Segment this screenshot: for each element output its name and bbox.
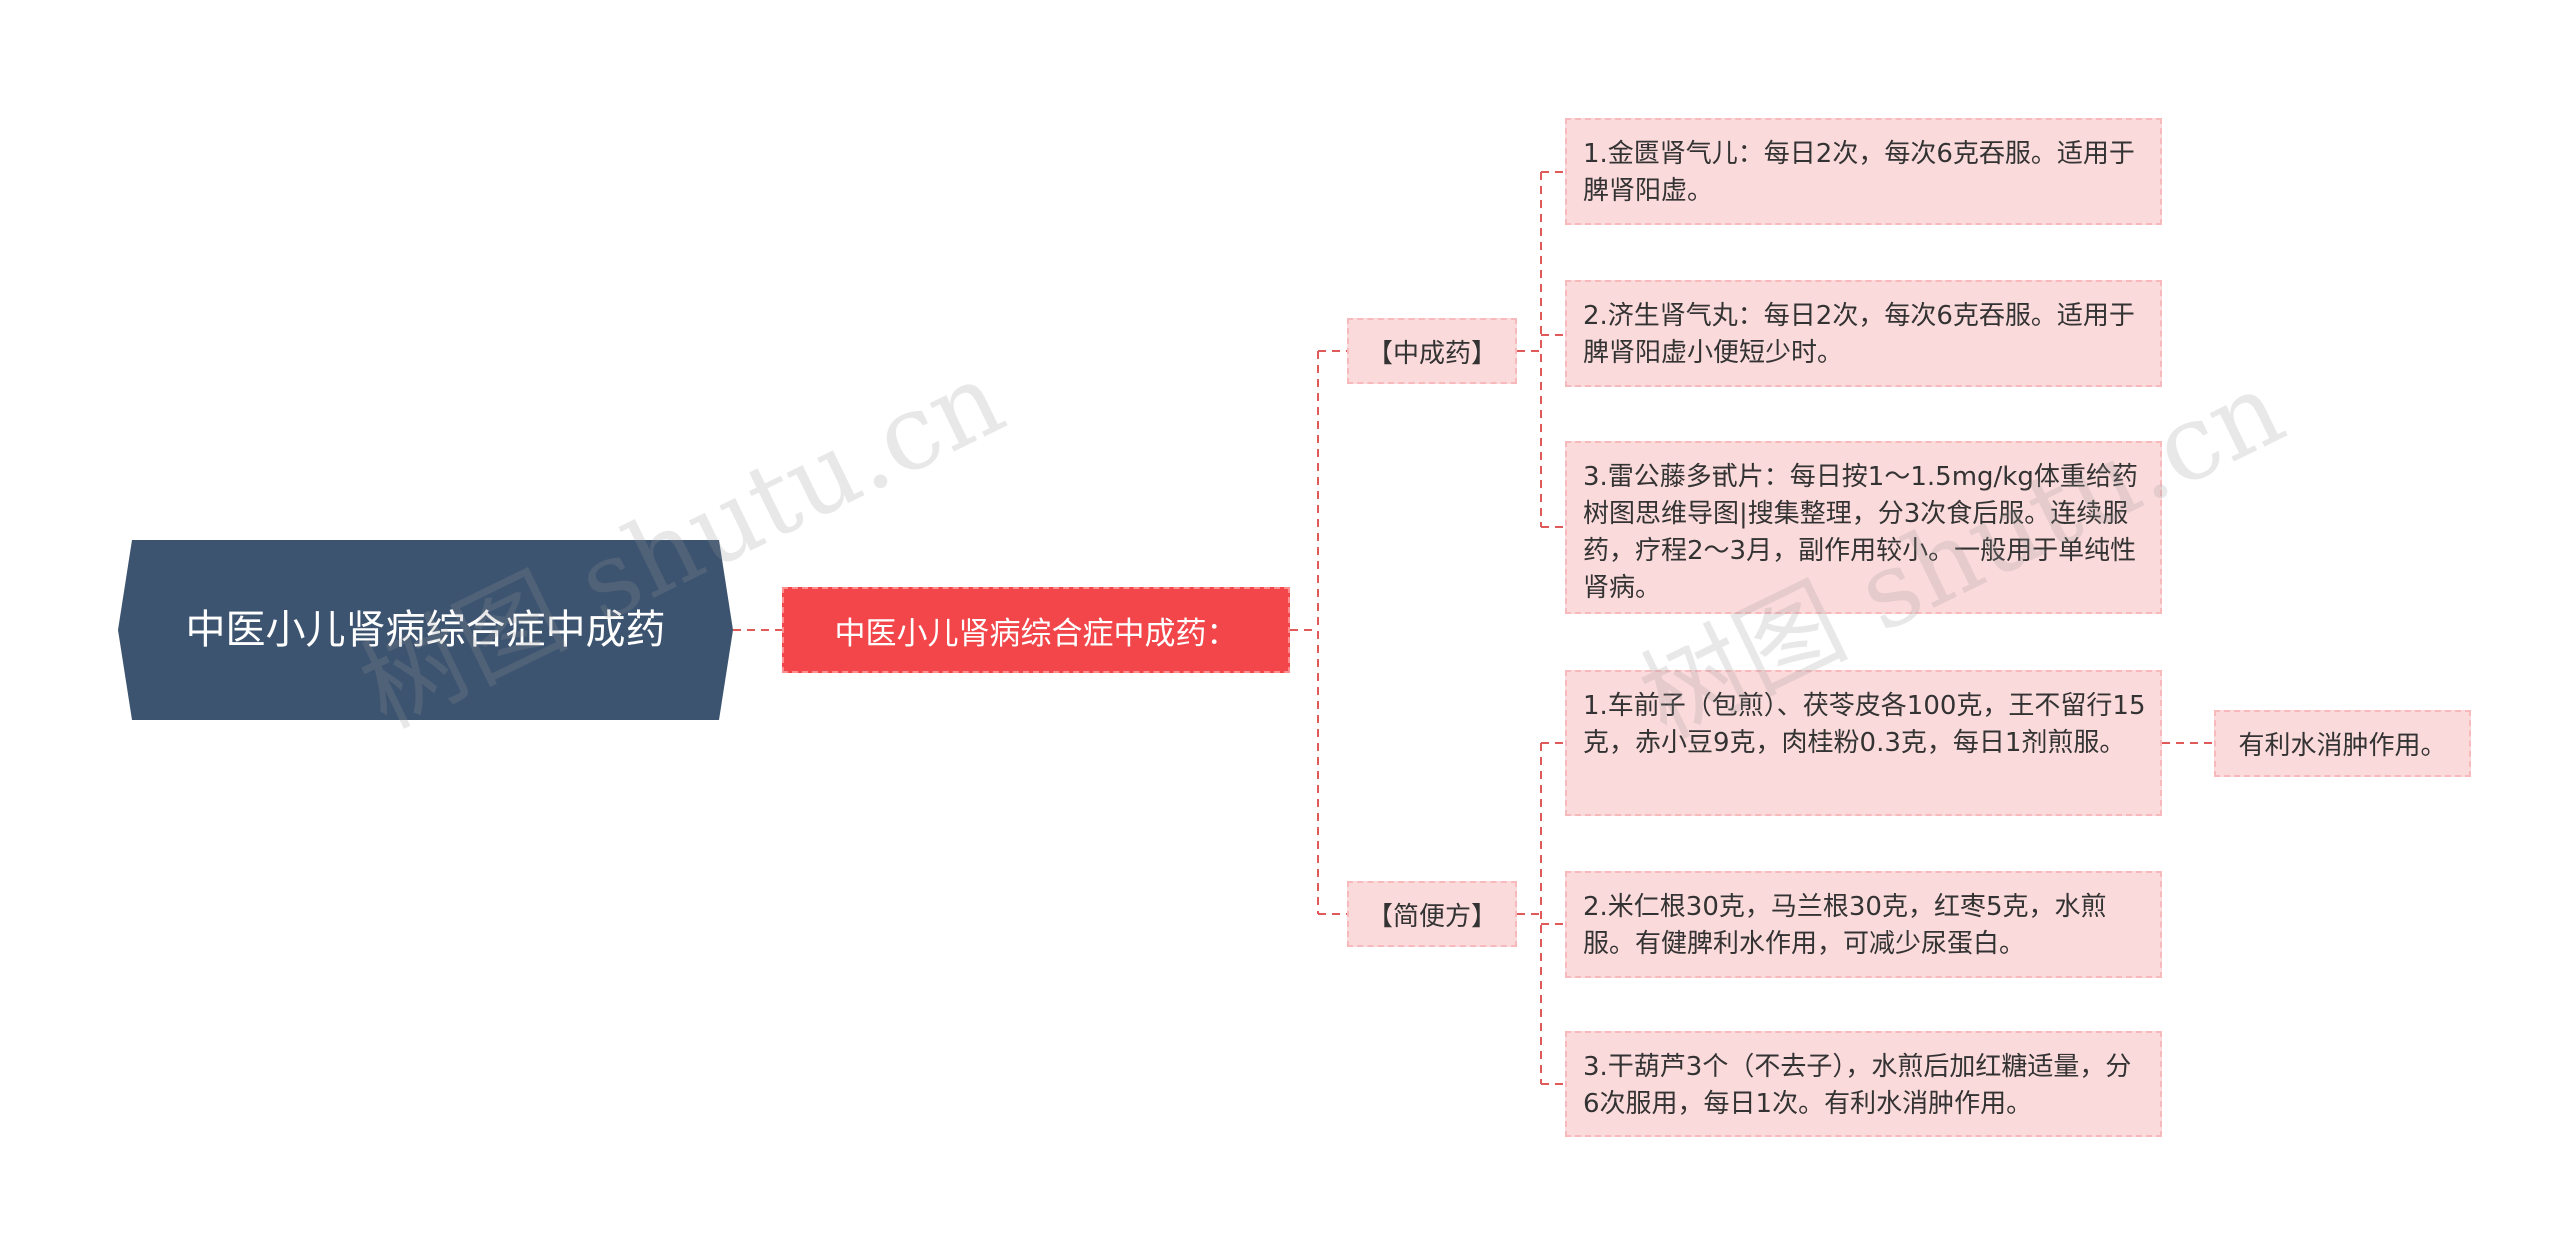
branch-node-patent-medicine[interactable]: 【中成药】 [1347,318,1517,384]
side-note-node[interactable]: 有利水消肿作用。 [2214,710,2471,777]
branch-label: 【简便方】 [1366,901,1497,932]
main-topic-label: 中医小儿肾病综合症中成药： [834,615,1238,652]
leaf-node-recipe-1[interactable]: 1.车前子（包煎）、茯苓皮各100克，王不留行15克，赤小豆9克，肉桂粉0.3克… [1565,670,2162,816]
main-topic-node[interactable]: 中医小儿肾病综合症中成药： [782,587,1290,673]
root-node[interactable]: 中医小儿肾病综合症中成药 [118,540,733,720]
branch-node-simple-recipes[interactable]: 【简便方】 [1347,881,1517,947]
leaf-node-recipe-2[interactable]: 2.米仁根30克，马兰根30克，红枣5克，水煎服。有健脾利水作用，可减少尿蛋白。 [1565,871,2162,978]
root-node-label: 中医小儿肾病综合症中成药 [185,607,666,653]
leaf-text: 2.米仁根30克，马兰根30克，红枣5克，水煎服。有健脾利水作用，可减少尿蛋白。 [1583,892,2107,959]
leaf-text: 1.金匮肾气儿：每日2次，每次6克吞服。适用于脾肾阳虚。 [1583,139,2135,206]
leaf-node-recipe-3[interactable]: 3.干葫芦3个（不去子），水煎后加红糖适量，分6次服用，每日1次。有利水消肿作用… [1565,1031,2162,1137]
leaf-node-patent-3[interactable]: 3.雷公藤多甙片：每日按1～1.5mg/kg体重给药树图思维导图|搜集整理，分3… [1565,441,2162,614]
side-note-text: 有利水消肿作用。 [2238,731,2447,761]
leaf-text: 3.干葫芦3个（不去子），水煎后加红糖适量，分6次服用，每日1次。有利水消肿作用… [1583,1052,2132,1119]
leaf-node-patent-1[interactable]: 1.金匮肾气儿：每日2次，每次6克吞服。适用于脾肾阳虚。 [1565,118,2162,225]
leaf-text: 2.济生肾气丸：每日2次，每次6克吞服。适用于脾肾阳虚小便短少时。 [1583,301,2135,368]
leaf-text: 1.车前子（包煎）、茯苓皮各100克，王不留行15克，赤小豆9克，肉桂粉0.3克… [1583,691,2146,758]
leaf-node-patent-2[interactable]: 2.济生肾气丸：每日2次，每次6克吞服。适用于脾肾阳虚小便短少时。 [1565,280,2162,387]
branch-label: 【中成药】 [1366,338,1497,369]
leaf-text: 3.雷公藤多甙片：每日按1～1.5mg/kg体重给药树图思维导图|搜集整理，分3… [1583,462,2138,603]
